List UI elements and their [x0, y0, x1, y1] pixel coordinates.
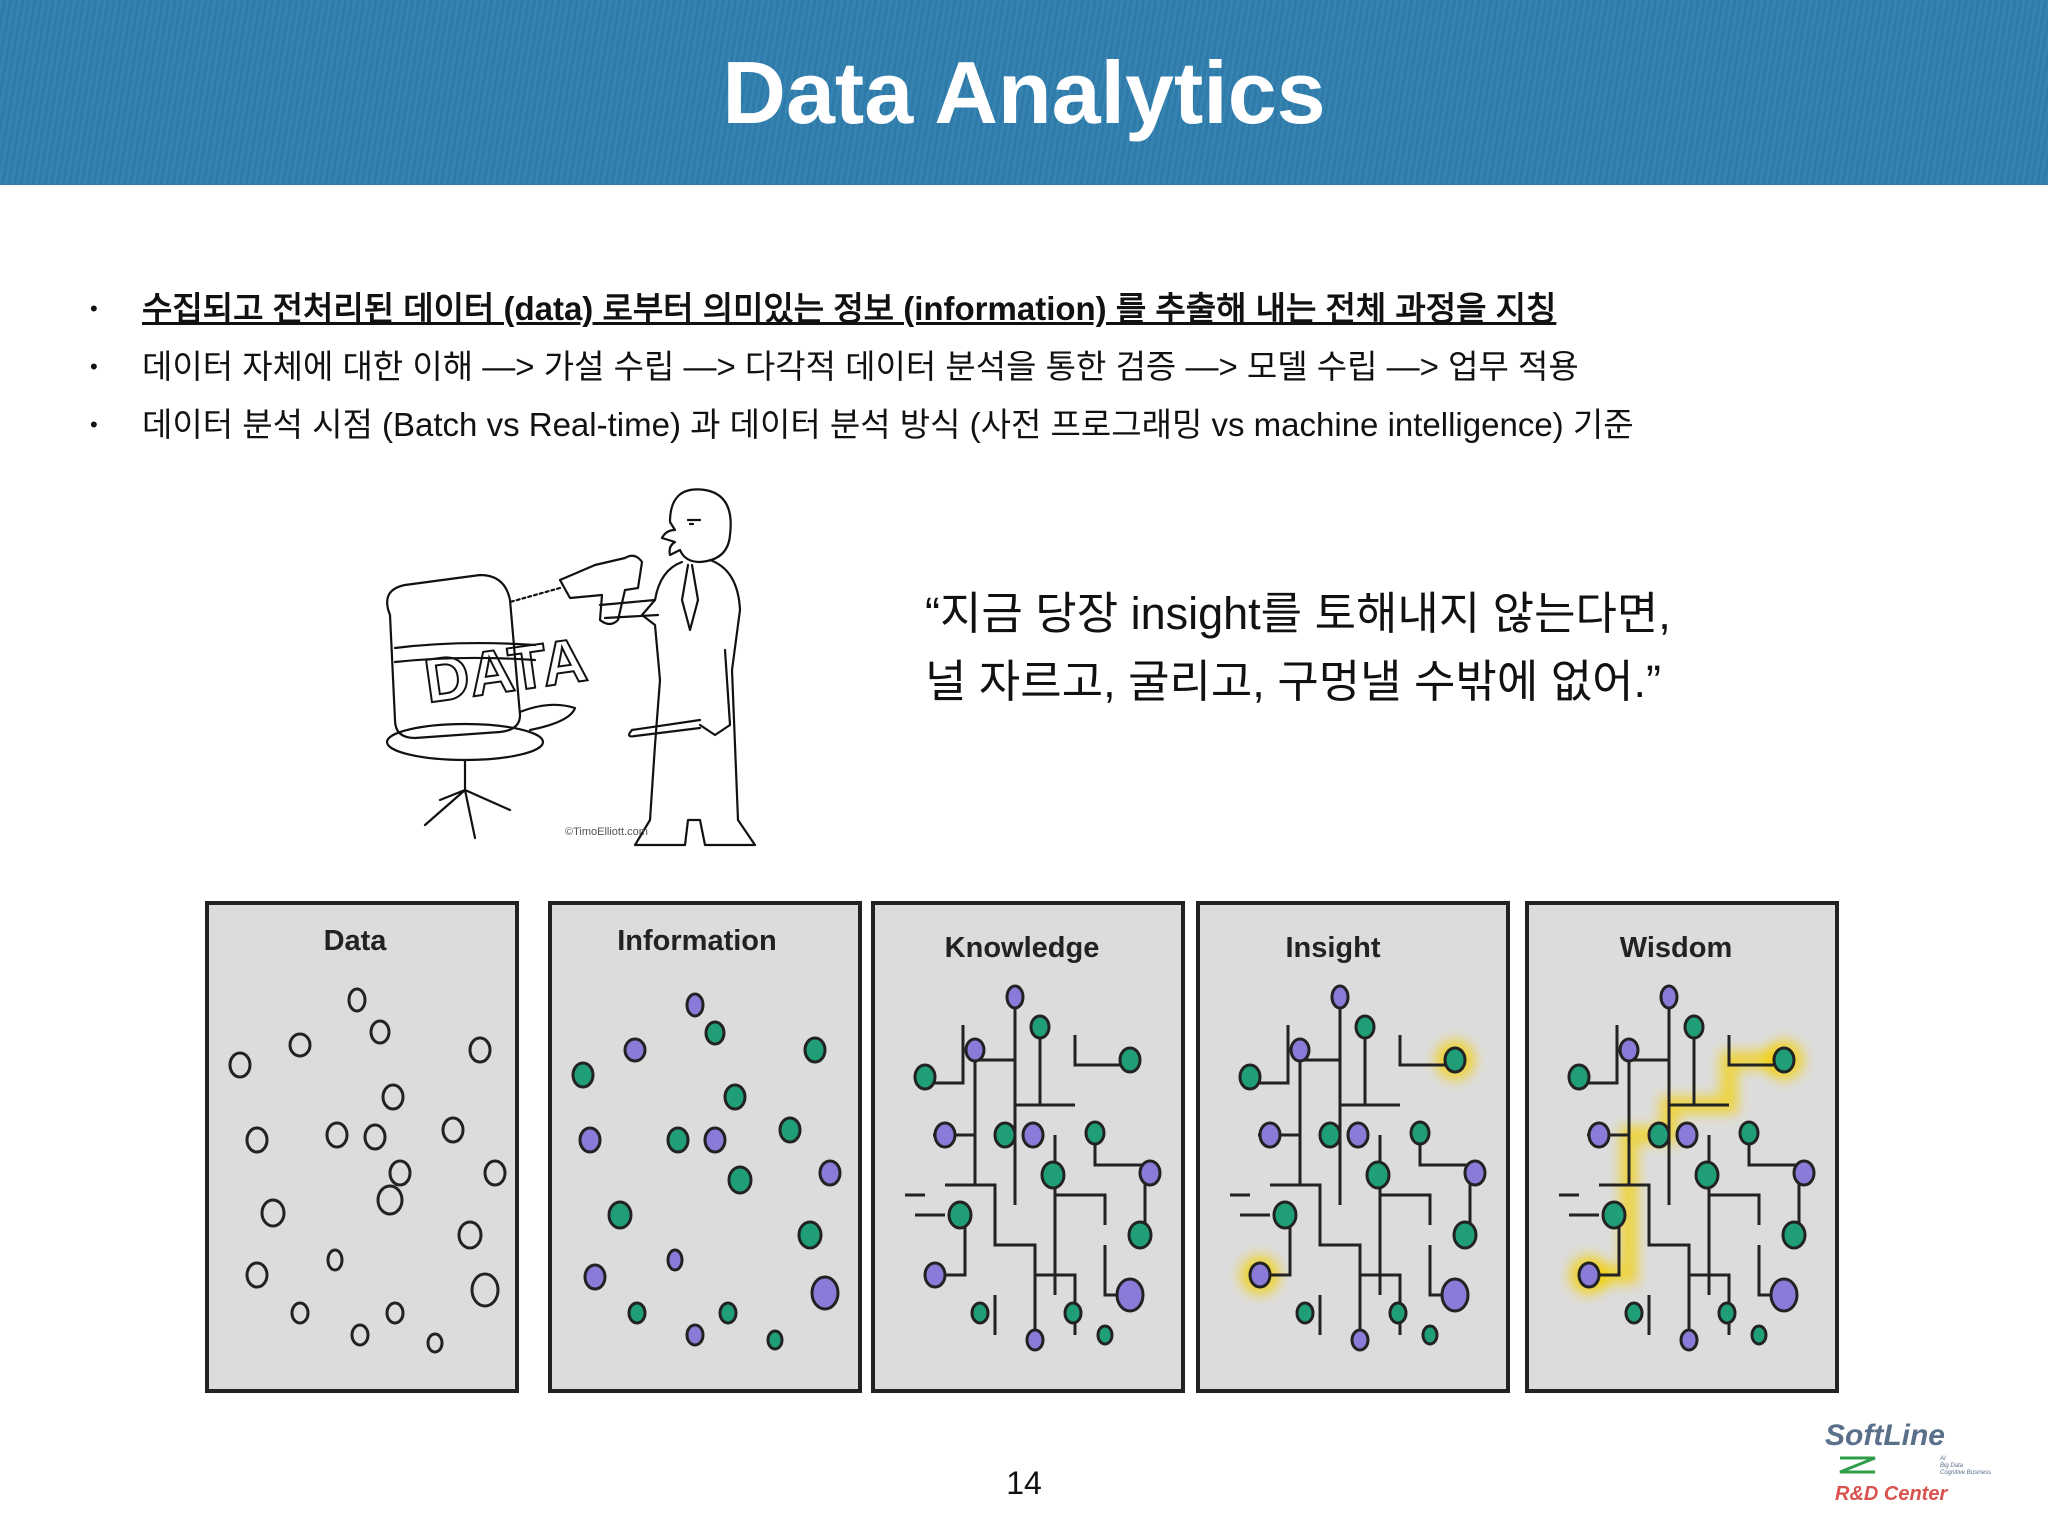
data-dots [228, 987, 507, 1354]
bullet-text: 데이터 자체에 대한 이해 —> 가설 수립 —> 다각적 데이터 분석을 통한… [142, 348, 1579, 385]
quote-line-2: 널 자르고, 굴리고, 구멍낼 수밖에 없어.” [925, 656, 1662, 707]
knowledge-network [905, 984, 1162, 1352]
insight-network [1228, 984, 1487, 1352]
bullet-dot: • [90, 296, 98, 321]
page-number: 14 [1006, 1465, 1042, 1501]
logo-name: SoftLine [1825, 1419, 1945, 1452]
slide-title: Data Analytics [722, 42, 1326, 142]
bullet-dot: • [90, 412, 98, 437]
bullet-text: 수집되고 전처리된 데이터 (data) 로부터 의미있는 정보 (inform… [142, 290, 1557, 327]
softline-logo: SoftLine AI Big Data Cognitive Business … [1825, 1419, 1991, 1505]
bullet-list: • 수집되고 전처리된 데이터 (data) 로부터 의미있는 정보 (info… [90, 280, 1990, 454]
panel-data [205, 901, 519, 1393]
bullet-item: • 데이터 분석 시점 (Batch vs Real-time) 과 데이터 분… [90, 396, 1990, 454]
logo-swoosh [1839, 1456, 1876, 1474]
bullet-dot: • [90, 354, 98, 379]
wisdom-network [1557, 984, 1816, 1352]
dikw-panels: Data Information Knowledge Insight Wisdo… [205, 901, 1839, 1393]
quote-block: “지금 당장 insight를 토해내지 않는다면, 널 자르고, 굴리고, 구… [925, 580, 1825, 716]
panel-title-insight: Insight [1285, 932, 1380, 964]
logo-tagline-cognitive: Cognitive Business [1940, 1470, 1991, 1476]
quote-line-1: “지금 당장 insight를 토해내지 않는다면, [925, 588, 1671, 639]
cartoon-illustration: DATA ©TimoElliott.com [385, 488, 757, 847]
bullet-item: • 데이터 자체에 대한 이해 —> 가설 수립 —> 다각적 데이터 분석을 … [90, 338, 1990, 396]
panel-title-information: Information [617, 925, 777, 957]
information-dots [571, 992, 842, 1351]
bullet-item: • 수집되고 전처리된 데이터 (data) 로부터 의미있는 정보 (info… [90, 280, 1990, 338]
chair-back [386, 573, 522, 740]
panel-title-data: Data [324, 925, 388, 957]
panel-title-wisdom: Wisdom [1620, 932, 1733, 964]
cartoon-credit: ©TimoElliott.com [565, 826, 648, 838]
bullet-text: 데이터 분석 시점 (Batch vs Real-time) 과 데이터 분석 … [142, 406, 1634, 443]
logo-tagline-bigdata: Big Data [1940, 1463, 1964, 1469]
logo-center: R&D Center [1835, 1483, 1948, 1505]
logo-tagline-ai: AI [1939, 1456, 1946, 1462]
panel-title-knowledge: Knowledge [945, 932, 1100, 964]
chair-data-text: DATA [420, 626, 591, 717]
panel-information [548, 901, 862, 1393]
title-bar [0, 0, 2048, 185]
